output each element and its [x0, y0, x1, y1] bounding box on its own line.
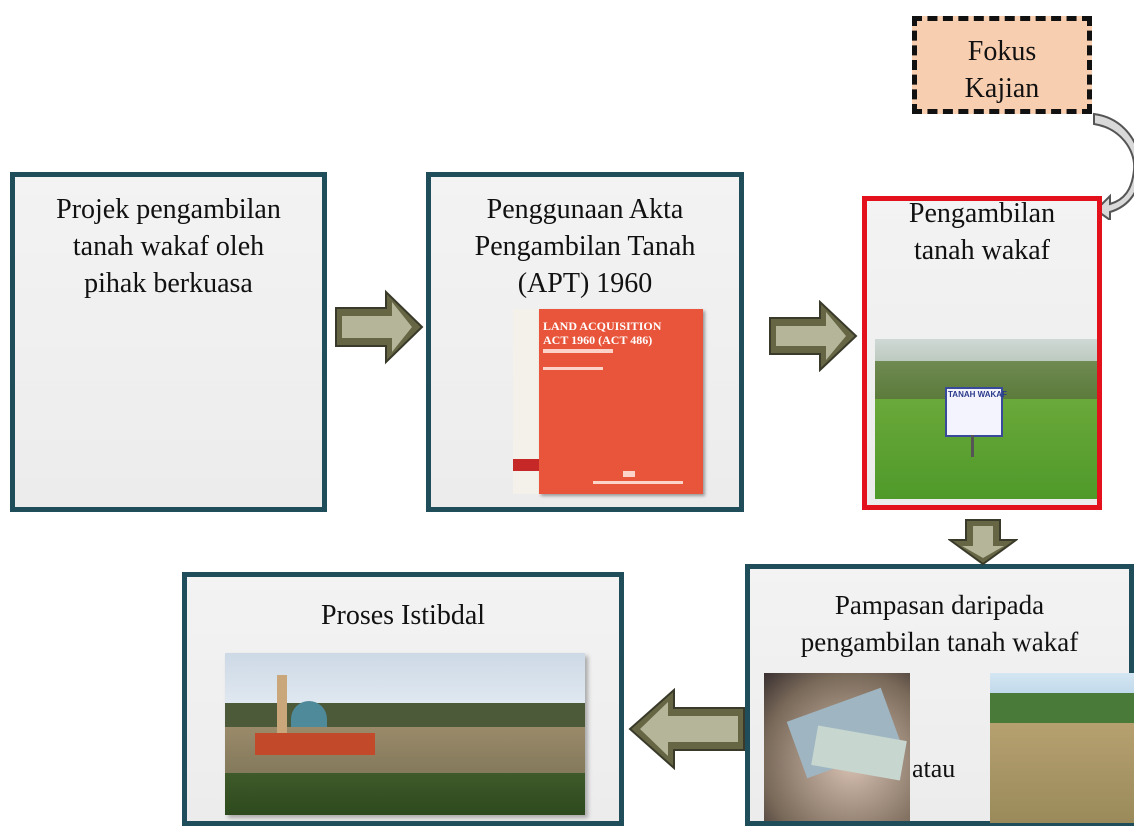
box-akta-line2: Pengambilan Tanah [474, 231, 696, 262]
focus-label-line2: Kajian [964, 73, 1040, 104]
box-akta: Penggunaan Akta Pengambilan Tanah (APT) … [426, 172, 744, 512]
box-akta-line3: (APT) 1960 [517, 268, 653, 299]
box-pengambilan-line2: tanah wakaf [913, 235, 1051, 266]
box-pampasan-line1: Pampasan daripada [834, 590, 1045, 620]
book-cover-image: LAND ACQUISITION ACT 1960 (ACT 486) [513, 309, 703, 494]
box-projek-line3: pihak berkuasa [84, 268, 253, 299]
box-projek: Projek pengambilan tanah wakaf oleh piha… [10, 172, 327, 512]
box-pengambilan: Pengambilan tanah wakaf TANAH WAKAF [862, 196, 1102, 510]
istibdal-town-photo [225, 653, 585, 815]
arrow-projek-to-akta [335, 289, 424, 365]
wakaf-land-photo: TANAH WAKAF [875, 339, 1097, 499]
book-title-line2: ACT 1960 (ACT 486) [543, 333, 653, 347]
box-projek-line1: Projek pengambilan [56, 194, 281, 225]
box-istibdal-line1: Proses Istibdal [320, 600, 486, 631]
money-photo [764, 673, 910, 821]
box-pampasan: Pampasan daripada pengambilan tanah waka… [745, 564, 1134, 826]
box-pampasan-line2: pengambilan tanah wakaf [800, 627, 1079, 657]
focus-label-box: Fokus Kajian [912, 16, 1092, 114]
box-istibdal: Proses Istibdal [182, 572, 624, 826]
box-projek-line2: tanah wakaf oleh [72, 231, 265, 262]
arrow-pampasan-to-istibdal [628, 688, 745, 770]
arrow-pengambilan-to-pampasan [948, 519, 1018, 566]
box-pengambilan-line1: Pengambilan [908, 198, 1056, 229]
box-akta-line1: Penggunaan Akta [486, 194, 684, 225]
arrow-akta-to-pengambilan [769, 300, 858, 372]
empty-land-photo [990, 673, 1134, 823]
wakaf-sign-text: TANAH WAKAF [948, 390, 1007, 399]
focus-label-line1: Fokus [967, 36, 1037, 67]
book-title-line1: LAND ACQUISITION [543, 319, 662, 333]
or-label: atau [912, 754, 956, 783]
